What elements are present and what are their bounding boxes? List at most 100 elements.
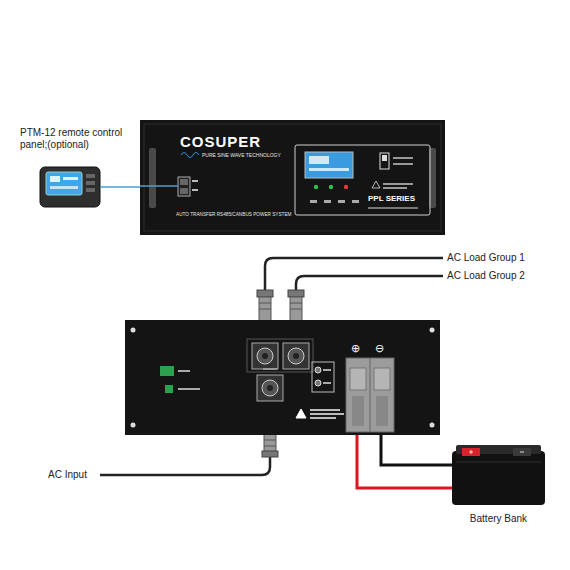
- terminal-symbol: ⊕: [351, 342, 360, 355]
- front-panel-part: [352, 200, 359, 203]
- rear-panel-part: [323, 369, 331, 371]
- cable-gland-part: [264, 440, 276, 441]
- rear-panel-part: [263, 368, 277, 370]
- front-panel-part: [324, 200, 331, 203]
- rear-panel-part: [257, 348, 273, 364]
- cable-gland-part: [262, 451, 278, 457]
- terminal-symbol: ⊖: [375, 342, 384, 355]
- front-panel-part: [338, 200, 345, 203]
- ac-cable-part: [265, 258, 443, 294]
- remote-panel-part: [86, 188, 95, 192]
- rear-panel-part: [131, 423, 136, 428]
- front-panel-part: [310, 200, 317, 203]
- cable-gland-part: [290, 297, 302, 321]
- front-panel-part: [180, 179, 188, 185]
- front-panel-part: [314, 185, 318, 189]
- battery-illustration-part: [456, 462, 541, 463]
- front-panel-part: [149, 148, 156, 208]
- signal-cable: [100, 186, 140, 188]
- front-panel-part: [178, 177, 190, 196]
- front-panel-part: [380, 153, 389, 169]
- rear-panel-part: [160, 366, 174, 376]
- battery-illustration-part: [462, 448, 480, 456]
- front-panel-part: [382, 155, 387, 161]
- battery-wire: [357, 435, 452, 488]
- battery-illustration: [452, 445, 545, 505]
- remote-panel: [40, 167, 100, 207]
- rear-panel-part: [310, 413, 344, 415]
- rear-panel-part: [312, 362, 334, 392]
- front-panel-part: [144, 124, 441, 231]
- remote-panel-part: [50, 176, 60, 182]
- rear-panel-part: [315, 380, 321, 386]
- front-panel-part: [192, 180, 198, 182]
- rear-panel-part: [283, 343, 309, 369]
- front-panel-part: [309, 168, 349, 171]
- front-panel-part: [368, 207, 418, 209]
- load-label: AC Load Group 2: [447, 270, 525, 282]
- series-name: PPL SERIES: [368, 194, 415, 204]
- front-panel-part: [192, 189, 198, 191]
- front-panel: [140, 120, 445, 235]
- rear-panel-part: [262, 380, 278, 396]
- rear-panel-part: [267, 385, 273, 391]
- cable-gland-part: [290, 309, 302, 310]
- ac-cable: [100, 258, 443, 475]
- rear-panel-part: [310, 409, 340, 411]
- front-panel-part: [344, 185, 348, 189]
- cable-gland-part: [259, 303, 271, 304]
- front-panel-part: [140, 185, 178, 187]
- cable-gland-part: [259, 309, 271, 310]
- front-panel: COSUPERPURE SINE WAVE TECHNOLOGYAUTO TRA…: [140, 120, 445, 235]
- cable-gland-part: [259, 297, 271, 321]
- rear-panel-part: [247, 339, 313, 372]
- cable-gland-part: [288, 290, 304, 297]
- battery-illustration-part: [520, 452, 524, 453]
- cable-gland-part: [264, 434, 276, 452]
- rear-panel-part: [178, 388, 200, 390]
- front-panel-part: [181, 153, 199, 158]
- front-panel-part: [305, 152, 353, 178]
- rear-panel-part: [310, 417, 336, 419]
- device-label: Battery Bank: [452, 513, 545, 525]
- rear-panel-part: [257, 375, 283, 401]
- front-panel-part: [140, 120, 445, 235]
- device-label: PTM-12 remote control panel;(optional): [20, 127, 138, 151]
- battery-bank: Battery Bank: [452, 445, 545, 505]
- front-panel-part: [393, 163, 413, 165]
- cable-gland-part: [264, 446, 276, 447]
- load-label: AC Load Group 1: [447, 252, 525, 264]
- ac-cable-part: [296, 276, 443, 294]
- battery-illustration-part: [513, 448, 531, 456]
- rear-panel: [125, 320, 440, 435]
- input-label: AC Input: [48, 469, 87, 481]
- front-panel-part: [309, 156, 329, 164]
- rear-panel-part: [430, 423, 435, 428]
- front-panel-part: [383, 183, 413, 185]
- rear-panel-part: [252, 343, 278, 369]
- battery-wire: [381, 435, 452, 465]
- rear-panel-part: [131, 328, 136, 333]
- rear-panel-part: [288, 348, 304, 364]
- remote-panel-part: [46, 172, 82, 195]
- rear-panel-part: [374, 368, 390, 390]
- ac-cable-part: [100, 455, 270, 475]
- battery-illustration-part: [469, 450, 473, 454]
- rear-panel-part: [262, 353, 268, 359]
- remote-panel-part: [63, 177, 78, 180]
- rear-panel-part: [165, 385, 173, 393]
- rear-panel-part: [376, 396, 388, 426]
- panel-caption: AUTO TRANSFER RS485/CANBUS POWER SYSTEM: [176, 212, 291, 218]
- rear-panel-part: [352, 396, 364, 426]
- rear-panel-part: [346, 358, 394, 432]
- remote-panel-part: [86, 181, 95, 185]
- front-panel-part: [383, 187, 407, 189]
- remote-panel-part: [86, 174, 95, 178]
- rear-panel-part: [125, 320, 440, 435]
- rear-panel-part: [430, 328, 435, 333]
- cable-gland-part: [290, 303, 302, 304]
- remote-panel-part: [40, 167, 100, 207]
